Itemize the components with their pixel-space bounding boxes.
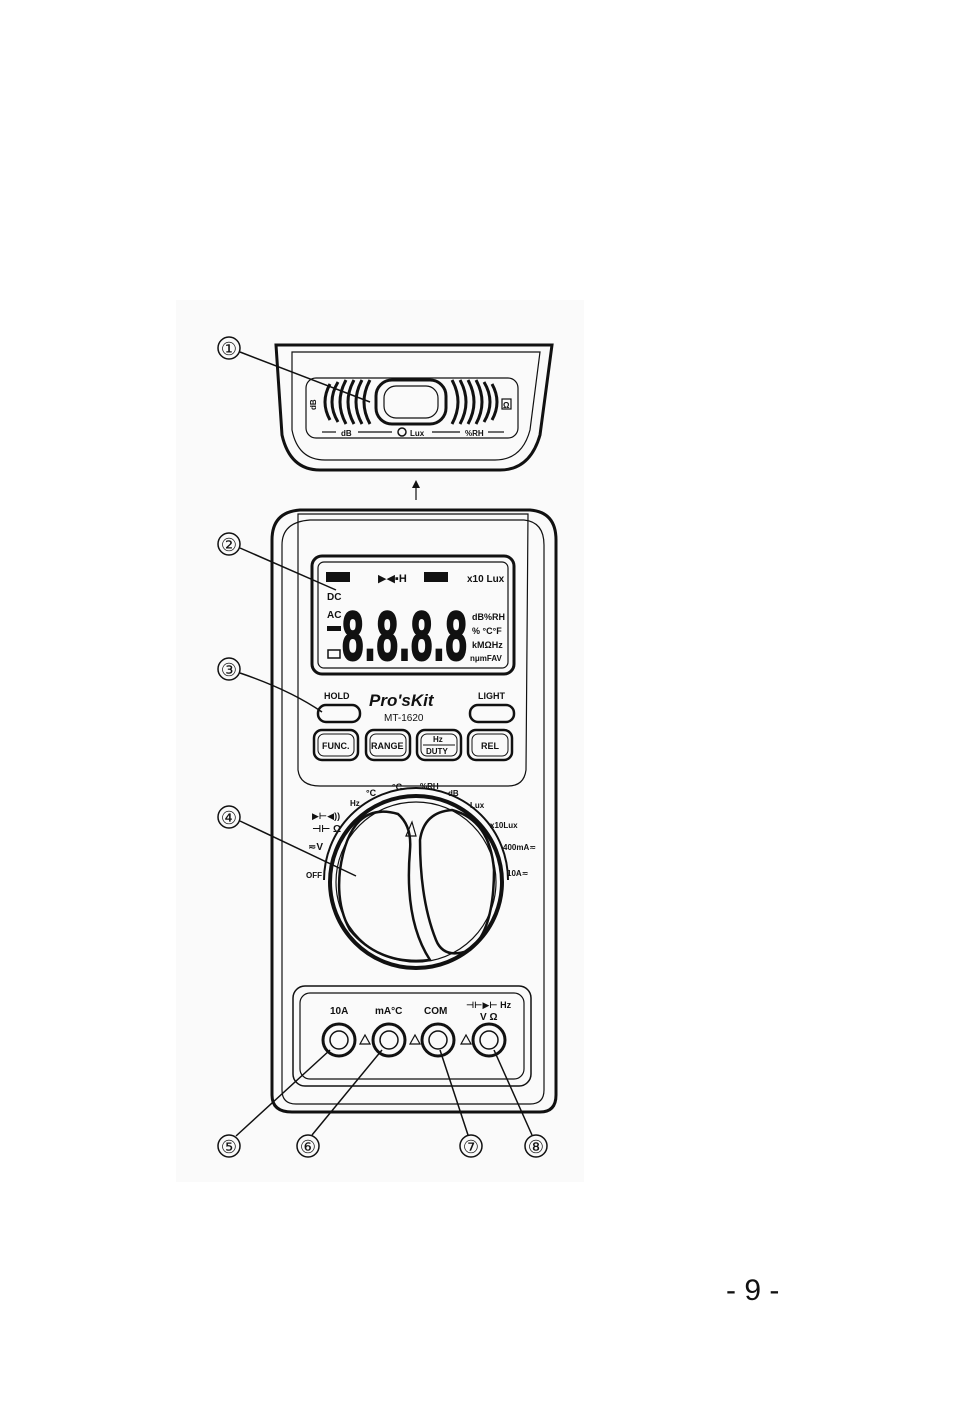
callout-5: ⑤ bbox=[221, 1137, 237, 1157]
cap-label-rh: %RH bbox=[465, 429, 484, 438]
leader-line-5 bbox=[235, 1049, 331, 1137]
lcd-digits: 8.8.8.8 bbox=[342, 597, 468, 675]
dial-lux: Lux bbox=[470, 801, 485, 810]
hold-label: HOLD bbox=[324, 691, 350, 701]
callout-circle-5 bbox=[217, 1134, 241, 1158]
leader-line-3 bbox=[239, 672, 323, 713]
leader-line-8 bbox=[493, 1049, 533, 1136]
range-button[interactable] bbox=[364, 728, 412, 762]
lcd-bar-segment bbox=[424, 572, 448, 582]
arrow-head bbox=[412, 480, 420, 488]
sun-icon bbox=[397, 427, 407, 437]
dial-cap-ohm: ⊣⊢ Ω bbox=[312, 824, 341, 835]
lcd-auto-segment bbox=[327, 626, 341, 631]
callout-4: ④ bbox=[221, 808, 237, 828]
lcd-ac: AC bbox=[327, 610, 341, 621]
duty-label: DUTY bbox=[426, 747, 448, 756]
jack-com[interactable] bbox=[420, 1022, 456, 1058]
lcd-display bbox=[310, 554, 516, 676]
dial-range-arc bbox=[323, 787, 509, 881]
light-label: LIGHT bbox=[478, 691, 505, 701]
callout-7: ⑦ bbox=[463, 1137, 479, 1157]
rotary-dial[interactable] bbox=[328, 794, 504, 970]
lcd-range-label: x10 Lux bbox=[467, 574, 505, 585]
lcd-dc: DC bbox=[327, 592, 341, 603]
callout-3: ③ bbox=[221, 660, 237, 680]
jack-label-ma: mA°C bbox=[375, 1006, 402, 1017]
jack-10a[interactable] bbox=[321, 1022, 357, 1058]
leader-line-4 bbox=[239, 820, 357, 877]
callout-2: ② bbox=[221, 535, 237, 555]
range-label: RANGE bbox=[371, 741, 404, 751]
jack-ma[interactable] bbox=[371, 1022, 407, 1058]
dial-vac: ≂V bbox=[308, 842, 323, 853]
hz-label: Hz bbox=[433, 735, 443, 744]
model-name: MT-1620 bbox=[384, 713, 424, 724]
hz-duty-button[interactable] bbox=[415, 728, 463, 762]
dial-temp-c1: °C bbox=[366, 788, 377, 798]
sensor-cap bbox=[274, 343, 554, 472]
dial-400ma: 400mA≂ bbox=[503, 843, 536, 852]
brand-logo: Pro'sKit bbox=[369, 691, 435, 710]
lcd-unit-4: nμmFAV bbox=[470, 654, 503, 663]
jack-label-v-top: ⊣⊢▶⊢ Hz bbox=[466, 1000, 512, 1010]
dial-x10lux: x10Lux bbox=[490, 821, 518, 830]
rel-label: REL bbox=[481, 741, 500, 751]
lcd-unit-2: % °C°F bbox=[472, 626, 502, 636]
dial-diode: ▶⊢◀)) bbox=[312, 811, 340, 821]
callout-circle-8 bbox=[524, 1134, 548, 1158]
light-button[interactable] bbox=[468, 703, 516, 724]
rel-button[interactable] bbox=[466, 728, 514, 762]
lcd-minus-segment bbox=[326, 572, 350, 582]
dial-hz: Hz bbox=[350, 799, 360, 808]
warning-icon bbox=[459, 1033, 473, 1045]
func-button[interactable] bbox=[312, 728, 360, 762]
lcd-unit-3: kMΩHz bbox=[472, 640, 503, 650]
meter-body bbox=[270, 508, 558, 1114]
dial-temp-c2: °C bbox=[392, 782, 403, 792]
leader-line-7 bbox=[439, 1049, 469, 1136]
callout-6: ⑥ bbox=[300, 1137, 316, 1157]
callout-circle-7 bbox=[459, 1134, 483, 1158]
leader-line-2 bbox=[239, 547, 337, 591]
dial-10a: 10A≂ bbox=[507, 869, 528, 878]
callout-8: ⑧ bbox=[528, 1137, 544, 1157]
leader-line-1 bbox=[239, 351, 371, 403]
cap-side-right-box bbox=[501, 398, 512, 410]
lcd-top-indicators: ▶◀▪H bbox=[378, 573, 407, 585]
callout-circle-6 bbox=[296, 1134, 320, 1158]
callout-circle-3 bbox=[217, 657, 241, 681]
func-label: FUNC. bbox=[322, 741, 350, 751]
dial-db: dB bbox=[448, 789, 459, 798]
jack-label-10a: 10A bbox=[330, 1006, 348, 1017]
jack-v-ohm[interactable] bbox=[471, 1022, 507, 1058]
jack-label-com: COM bbox=[424, 1006, 447, 1017]
callout-circle-2 bbox=[217, 532, 241, 556]
hold-button[interactable] bbox=[316, 703, 362, 724]
cap-side-left: dB bbox=[309, 399, 318, 410]
cap-side-right: Ω bbox=[503, 401, 510, 410]
cap-label-lux: Lux bbox=[410, 429, 425, 438]
callout-circle-4 bbox=[217, 805, 241, 829]
figure-background bbox=[176, 300, 584, 1182]
warning-icon bbox=[358, 1033, 372, 1045]
warning-icon bbox=[408, 1033, 422, 1045]
dial-rh: %RH bbox=[420, 782, 439, 791]
battery-icon bbox=[327, 649, 341, 659]
page-number: - 9 - bbox=[726, 1274, 780, 1307]
lcd-unit-1: dB%RH bbox=[472, 612, 505, 622]
leader-line-6 bbox=[311, 1049, 383, 1136]
callout-1: ① bbox=[221, 339, 237, 359]
cap-label-db: dB bbox=[341, 429, 352, 438]
dial-off: OFF bbox=[306, 871, 322, 880]
jack-label-v-bottom: V Ω bbox=[480, 1012, 497, 1023]
callout-circle-1 bbox=[217, 336, 241, 360]
